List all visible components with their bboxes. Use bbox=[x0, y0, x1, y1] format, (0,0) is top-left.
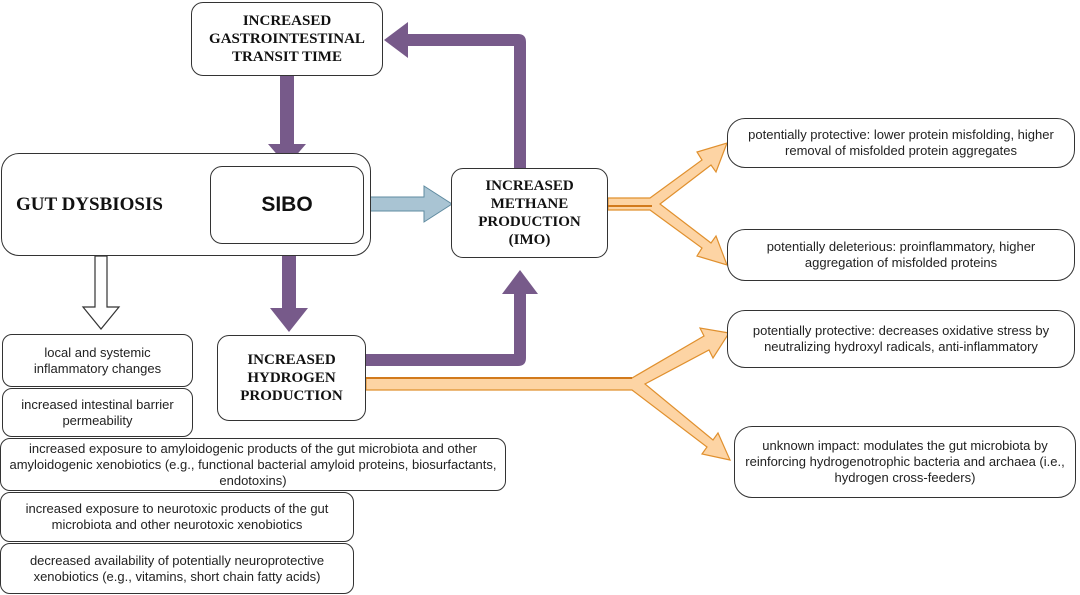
consequence-inflammatory: local and systemic inflammatory changes bbox=[2, 334, 193, 387]
node-sibo-label: SIBO bbox=[261, 193, 313, 216]
arrow-hydrogen-to-methane bbox=[366, 270, 538, 366]
arrow-sibo-to-hydrogen bbox=[270, 244, 308, 332]
hydrogen-effect-unknown-text: unknown impact: modulates the gut microb… bbox=[745, 438, 1065, 485]
node-transit-time: INCREASED GASTROINTESTINAL TRANSIT TIME bbox=[191, 2, 383, 76]
methane-effect-deleterious-text: potentially deleterious: proinflammatory… bbox=[766, 239, 1036, 270]
consequence-neurotoxic-text: increased exposure to neurotoxic product… bbox=[25, 501, 329, 532]
consequence-inflammatory-text: local and systemic inflammatory changes bbox=[33, 344, 162, 376]
consequence-neuroprotective-text: decreased availability of potentially ne… bbox=[29, 552, 325, 584]
methane-effect-protective-text: potentially protective: lower protein mi… bbox=[748, 127, 1054, 158]
arrow-hydrogen-fork bbox=[365, 327, 732, 461]
node-hydrogen-label: INCREASED HYDROGEN PRODUCTION bbox=[240, 352, 343, 404]
consequence-amyloidogenic-text: increased exposure to amyloidogenic prod… bbox=[9, 440, 497, 488]
node-methane: INCREASED METHANE PRODUCTION (IMO) bbox=[451, 168, 608, 258]
consequence-amyloidogenic: increased exposure to amyloidogenic prod… bbox=[0, 438, 506, 491]
arrow-transit-to-sibo bbox=[268, 76, 306, 166]
methane-effect-protective: potentially protective: lower protein mi… bbox=[727, 118, 1075, 168]
node-gut-dysbiosis-label: GUT DYSBIOSIS bbox=[16, 193, 163, 215]
node-transit-time-label: INCREASED GASTROINTESTINAL TRANSIT TIME bbox=[209, 13, 365, 65]
arrow-sibo-to-methane bbox=[364, 185, 453, 223]
node-hydrogen: INCREASED HYDROGEN PRODUCTION bbox=[217, 335, 366, 421]
hydrogen-effect-protective: potentially protective: decreases oxidat… bbox=[727, 310, 1075, 368]
methane-effect-deleterious: potentially deleterious: proinflammatory… bbox=[727, 229, 1075, 281]
hydrogen-effect-protective-text: potentially protective: decreases oxidat… bbox=[752, 323, 1050, 354]
node-methane-label: INCREASED METHANE PRODUCTION (IMO) bbox=[478, 178, 581, 248]
consequence-permeability: increased intestinal barrier permeabilit… bbox=[2, 388, 193, 437]
consequence-neuroprotective: decreased availability of potentially ne… bbox=[0, 543, 354, 594]
consequence-permeability-text: increased intestinal barrier permeabilit… bbox=[21, 396, 174, 428]
arrow-methane-to-transit bbox=[384, 22, 526, 168]
consequence-neurotoxic: increased exposure to neurotoxic product… bbox=[0, 492, 354, 542]
node-sibo: SIBO bbox=[210, 166, 364, 244]
arrow-methane-fork bbox=[607, 142, 728, 266]
hydrogen-effect-unknown: unknown impact: modulates the gut microb… bbox=[734, 426, 1076, 498]
arrow-dysbiosis-to-consequences bbox=[81, 255, 121, 330]
